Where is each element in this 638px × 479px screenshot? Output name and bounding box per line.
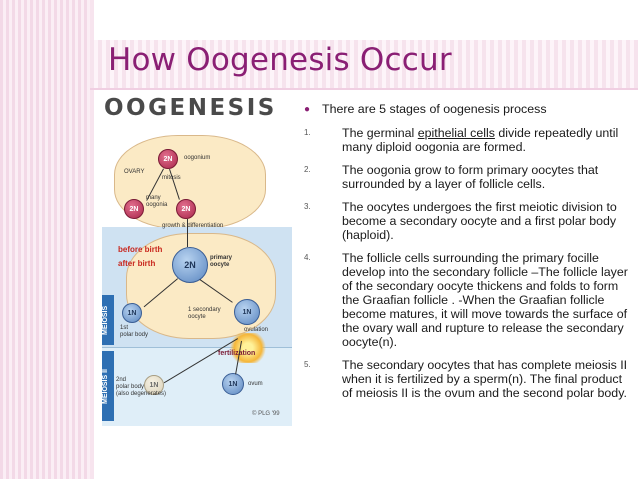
primary-oocyte-label: primary oocyte <box>210 255 233 268</box>
stage-text: The oocytes undergoes the first meiotic … <box>342 200 617 242</box>
before-birth-label: before birth <box>118 245 163 254</box>
intro-bullet: ● There are 5 stages of oogenesis proces… <box>304 102 632 116</box>
fertilization-burst <box>228 333 268 363</box>
primary-oocyte-cell: 2N <box>172 247 208 283</box>
oogonium-cell: 2N <box>158 149 178 169</box>
stage-number: 3. <box>304 202 311 211</box>
ovary-label: OVARY <box>124 169 145 175</box>
after-birth-label: after birth <box>118 259 156 268</box>
stage-text: The oogonia grow to form primary oocytes… <box>342 163 599 191</box>
stage-item: 2. The oogonia grow to form primary oocy… <box>304 163 632 191</box>
meiosis-two-side-label: MEIOSIS II <box>102 351 114 421</box>
meiosis-side-label: MEIOSIS <box>102 295 114 345</box>
second-polar-body-cell: 1N <box>144 375 164 395</box>
stage-text: The follicle cells surrounding the prima… <box>342 251 628 349</box>
stage-item: 1. The germinal epithelial cells divide … <box>304 126 632 154</box>
epithelial-cells-link[interactable]: epithelial cells <box>417 126 495 140</box>
arrow-growth <box>187 219 188 247</box>
oogonia-cell-right: 2N <box>176 199 196 219</box>
decorative-stripe-band <box>0 0 94 479</box>
stage-text-post: divide repeatedly until many diploid oog… <box>342 126 619 154</box>
title-divider <box>90 88 638 90</box>
bullet-icon: ● <box>304 104 311 115</box>
stage-number: 5. <box>304 360 311 369</box>
slide-title: How Oogenesis Occur <box>108 42 452 78</box>
many-oogonia-label: many oogonia <box>146 195 168 208</box>
stage-item: 4. The follicle cells surrounding the pr… <box>304 251 632 349</box>
stage-number: 4. <box>304 253 311 262</box>
ovum-label: ovum <box>248 381 263 387</box>
title-bar-background <box>90 40 638 88</box>
stage-number: 2. <box>304 165 311 174</box>
bullet-content: ● There are 5 stages of oogenesis proces… <box>304 102 632 409</box>
intro-text: There are 5 stages of oogenesis process <box>322 102 547 116</box>
first-polar-body-cell: 1N <box>122 303 142 323</box>
diagram-heading: OOGENESIS <box>104 95 277 121</box>
oogonium-label: oogonium <box>184 155 211 161</box>
growth-label: growth & differentiation <box>162 223 224 229</box>
stage-number: 1. <box>304 128 311 137</box>
oogonia-cell-left: 2N <box>124 199 144 219</box>
fertilization-label: fertilization <box>218 350 256 357</box>
ovum-cell: 1N <box>222 373 244 395</box>
stage-text: The secondary oocytes that has complete … <box>342 358 628 400</box>
stage-item: 3. The oocytes undergoes the first meiot… <box>304 200 632 242</box>
stage-item: 5. The secondary oocytes that has comple… <box>304 358 632 400</box>
first-polar-body-label: 1st polar body <box>120 325 149 338</box>
diagram-copyright: © PLG '99 <box>252 411 280 417</box>
second-polar-body-label: 2nd polar body (also degenerates) <box>116 377 167 397</box>
stage-text-pre: The germinal <box>342 126 418 140</box>
secondary-oocyte-label: 1 secondary oocyte <box>188 307 221 320</box>
secondary-oocyte-cell: 1N <box>234 299 260 325</box>
oogenesis-diagram: OOGENESIS MEIOSIS MEIOSIS II OVARY oogon… <box>102 95 292 426</box>
ovulation-label: ovulation <box>244 327 269 333</box>
